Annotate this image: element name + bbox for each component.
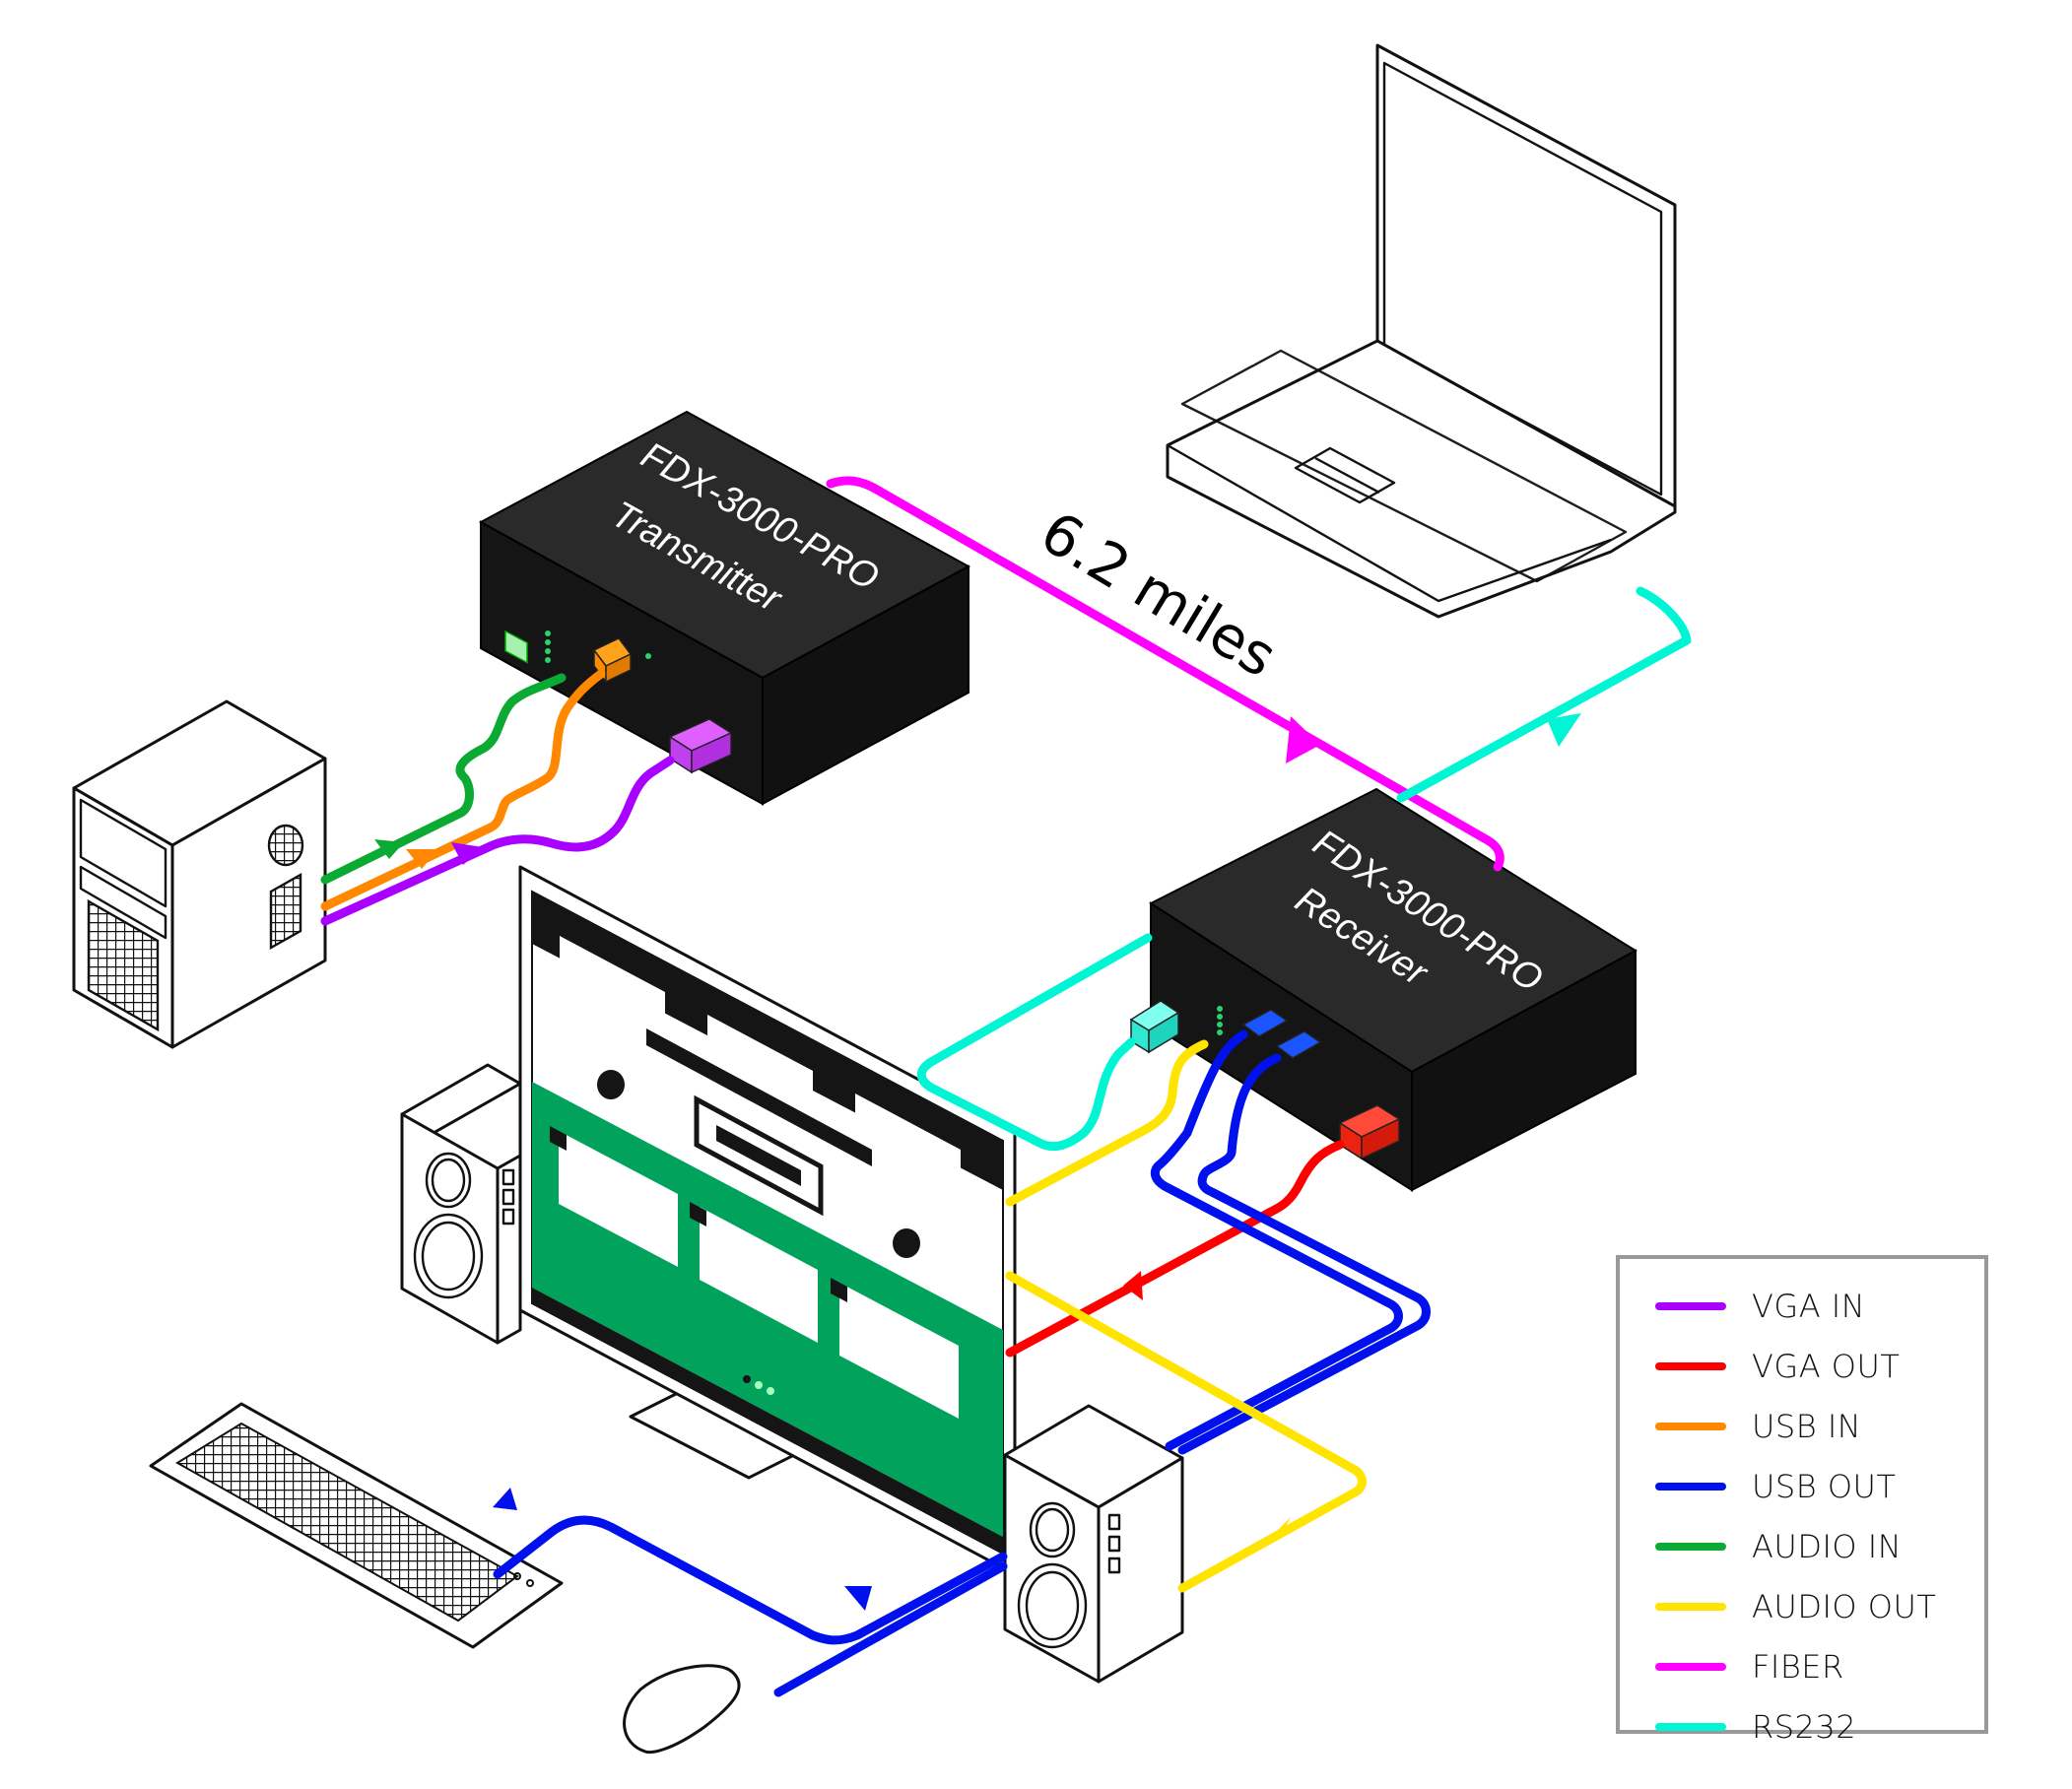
legend-label: VGA IN (1752, 1288, 1866, 1325)
audio-in-arrow-icon (374, 839, 404, 859)
legend-swatch (1655, 1423, 1726, 1430)
rs232-cable (916, 586, 1692, 1152)
legend-item-usb-in: USB IN (1655, 1407, 1861, 1446)
vga-out-cable (1005, 1140, 1345, 1358)
legend-swatch (1655, 1543, 1726, 1551)
cables (320, 476, 1692, 1697)
keyboard (149, 1402, 564, 1649)
legend-label: USB IN (1752, 1408, 1862, 1445)
fiber-cable (826, 476, 1504, 872)
usb-in-cable (320, 669, 606, 911)
rs232-terminal-icon (504, 629, 528, 664)
legend-item-vga-in: VGA IN (1655, 1287, 1865, 1326)
legend-label: AUDIO OUT (1752, 1588, 1937, 1625)
audio-out-arrow-icon (1266, 1517, 1291, 1542)
usb-out-cable-2 (773, 1053, 1431, 1697)
computer-tower (72, 699, 327, 1049)
usb-out-arrow-icon (493, 1488, 517, 1510)
legend-label: AUDIO IN (1752, 1528, 1903, 1565)
legend-label: FIBER (1752, 1648, 1844, 1686)
distance-label: 6.2 miles (1030, 498, 1288, 691)
legend-swatch (1655, 1663, 1726, 1671)
fiber-arrow-icon (1286, 716, 1320, 763)
transmitter-box: FDX-3000-PRO Transmitter (478, 410, 971, 806)
legend-label: RS232 (1752, 1708, 1857, 1746)
monitor (518, 865, 1017, 1576)
legend-item-vga-out: VGA OUT (1655, 1347, 1900, 1386)
legend-item-fiber: FIBER (1655, 1647, 1844, 1687)
laptop-keyboard-icon (1180, 349, 1628, 583)
audio-out-cable (1005, 1039, 1367, 1593)
status-leds (1217, 1006, 1223, 1035)
legend-item-rs232: RS232 (1655, 1707, 1856, 1747)
legend: VGA IN VGA OUT USB IN USB OUT AUDIO IN A… (1616, 1255, 1988, 1746)
vga-out-connector-icon (1338, 1104, 1401, 1160)
vga-in-cable (320, 756, 675, 926)
status-leds (545, 630, 651, 663)
rs232-arrow-icon (1547, 713, 1581, 747)
audio-in-cable (320, 673, 567, 885)
legend-swatch (1655, 1362, 1726, 1370)
legend-item-usb-out: USB OUT (1655, 1467, 1897, 1506)
usb-out-cable-1 (493, 1029, 1403, 1645)
laptop (1166, 43, 1677, 619)
legend-item-audio-out: AUDIO OUT (1655, 1587, 1936, 1626)
legend-swatch (1655, 1723, 1726, 1731)
vga-in-arrow-icon (451, 842, 483, 865)
legend-label: USB OUT (1752, 1468, 1897, 1505)
legend-swatch (1655, 1603, 1726, 1611)
mouse (623, 1664, 741, 1755)
monitor-screen-content (532, 892, 1003, 1554)
legend-item-audio-in: AUDIO IN (1655, 1527, 1902, 1566)
vga-out-arrow-icon (1123, 1271, 1143, 1300)
left-speaker (400, 1063, 522, 1345)
legend-label: VGA OUT (1752, 1348, 1901, 1385)
right-speaker (1003, 1404, 1184, 1684)
usb-out-connector-icon (1241, 1009, 1322, 1059)
usb-out-arrow-icon (844, 1586, 872, 1611)
vga-in-connector-icon (668, 718, 733, 774)
rs232-connector-icon (1129, 1000, 1180, 1054)
legend-swatch (1655, 1483, 1726, 1491)
legend-swatch (1655, 1302, 1726, 1310)
receiver-box: FDX-3000-PRO Receiver (1129, 787, 1638, 1192)
usb-in-arrow-icon (406, 849, 438, 869)
